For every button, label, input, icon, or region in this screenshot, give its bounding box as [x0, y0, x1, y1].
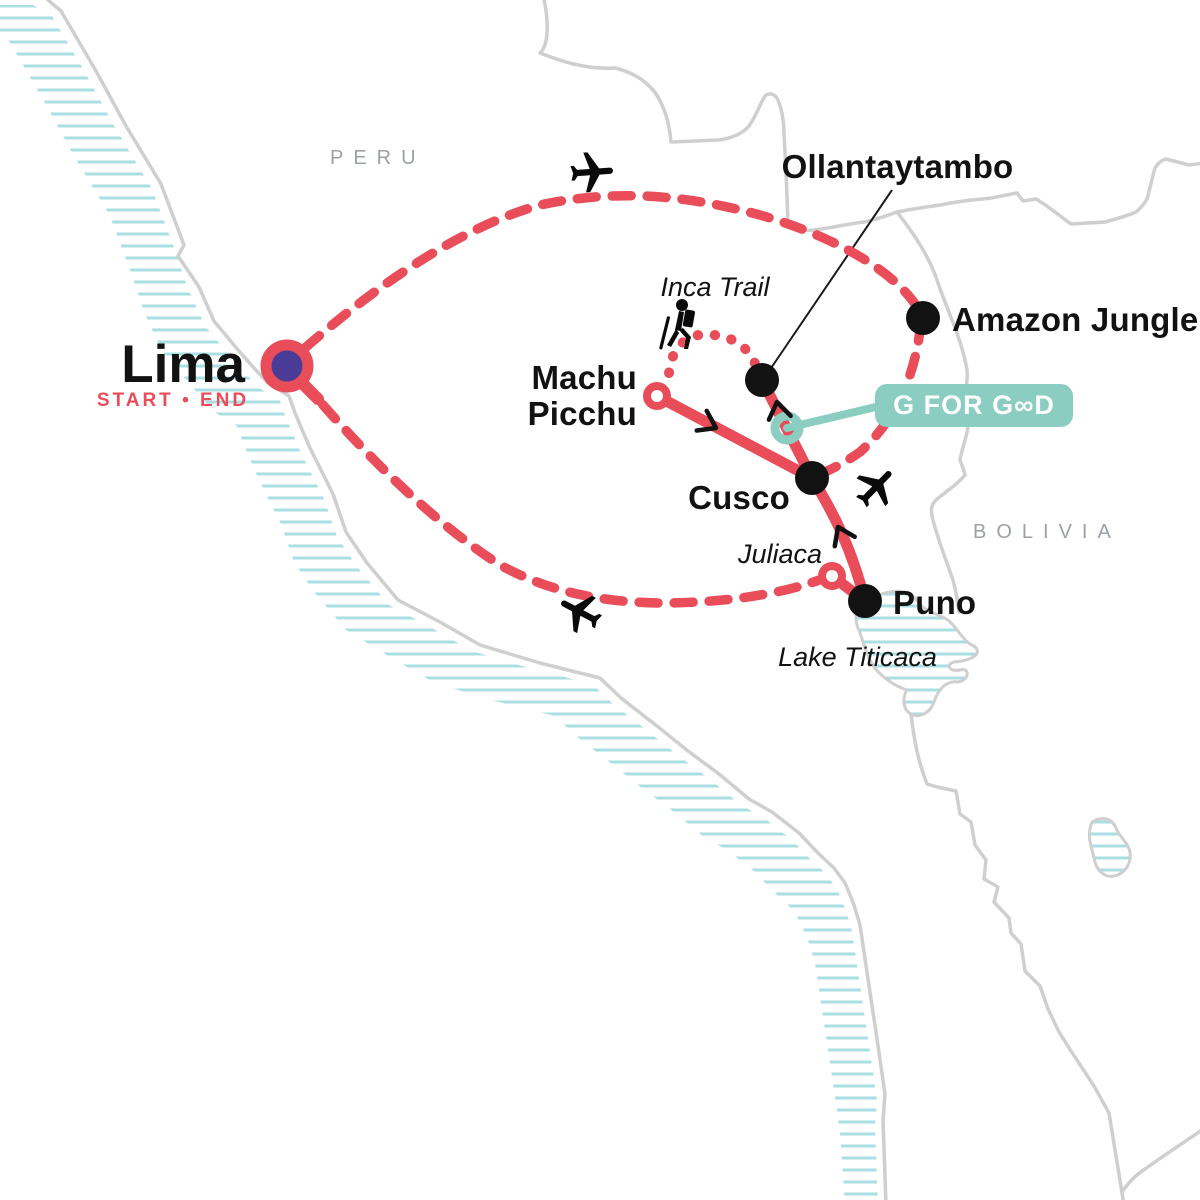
- chevron-icon: [694, 408, 719, 433]
- city-label-amazon-jungle: Amazon Jungle: [952, 301, 1199, 338]
- route-flight-lima-juliaca: [295, 373, 827, 608]
- city-markers: [260, 301, 940, 618]
- city-label-puno: Puno: [893, 584, 977, 621]
- hiker-icon: [659, 299, 695, 350]
- city-label-cusco: Cusco: [688, 479, 790, 516]
- border-east: [895, 210, 970, 614]
- small-lake-shape: [1087, 817, 1132, 878]
- direction-arrows: [694, 399, 857, 549]
- marker-machu-picchu: [643, 382, 671, 410]
- chevron-icon: [832, 524, 857, 549]
- border-north: [538, 0, 1200, 233]
- routes: [295, 190, 926, 608]
- marker-lima-start-end: [260, 339, 324, 405]
- marker-ollantaytambo: [745, 363, 779, 397]
- route-flight-amazon-cusco: [809, 317, 926, 482]
- flight-icons: [561, 152, 892, 634]
- country-label-peru: PERU: [330, 147, 426, 169]
- airplane-icon: [856, 471, 892, 508]
- marker-juliaca: [818, 562, 846, 590]
- city-label-ollantaytambo: Ollantaytambo: [781, 148, 1014, 185]
- airplane-icon: [570, 152, 613, 193]
- coastline: [45, 0, 888, 1200]
- juliaca-label: Juliaca: [737, 539, 823, 569]
- route-overland-machu-picchu-cusco: [651, 390, 818, 484]
- marker-g-for-good-node: [770, 411, 804, 445]
- inca-trail-label: Inca Trail: [660, 272, 770, 302]
- marker-puno: [848, 584, 882, 618]
- leader-line-ollantaytambo: [764, 189, 893, 378]
- route-flight-lima-amazon: [300, 190, 925, 353]
- coast-hatching: [0, 5, 878, 1200]
- city-label-lima: Lima: [121, 335, 245, 394]
- country-label-bolivia: BOLIVIA: [973, 521, 1121, 543]
- border-corner: [1120, 1129, 1200, 1194]
- country-borders: [45, 0, 1200, 1200]
- marker-amazon-jungle: [906, 301, 940, 335]
- start-end-label: START • END: [96, 390, 250, 411]
- marker-cusco: [795, 461, 829, 495]
- city-label-machu-picchu: Machu Picchu: [527, 359, 637, 433]
- lake-titicaca-shape: [854, 589, 979, 717]
- airplane-icon: [561, 595, 602, 634]
- border-south: [909, 712, 1125, 1200]
- g-for-good-badge: G FOR G∞D: [875, 384, 1073, 427]
- chevron-icon: [766, 399, 793, 422]
- lake-titicaca-label: Lake Titicaca: [778, 642, 937, 672]
- route-trek-inca-trail: [664, 329, 762, 378]
